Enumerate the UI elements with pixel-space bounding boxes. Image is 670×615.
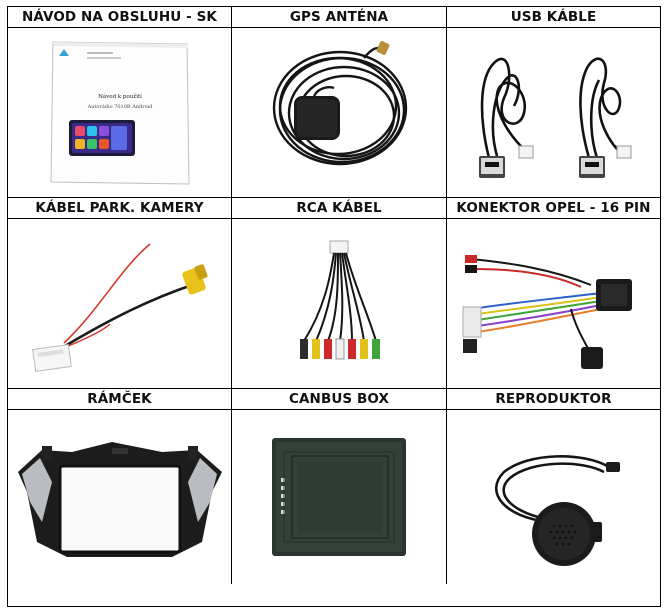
speaker-icon xyxy=(494,455,620,566)
image-camera-cable xyxy=(8,219,232,389)
image-opel-connector xyxy=(447,219,660,389)
header-canbus-box: CANBUS BOX xyxy=(232,389,447,410)
opel-connector-icon xyxy=(462,254,632,369)
accessories-table: NÁVOD NA OBSLUHU - SK GPS ANTÉNA USB KÁB… xyxy=(7,6,661,607)
header-opel-connector: KONEKTOR OPEL - 16 PIN xyxy=(447,198,660,219)
header-gps-antenna: GPS ANTÉNA xyxy=(232,7,447,28)
manual-booklet-icon: Návod k použití Autorádio 7010B Android xyxy=(49,40,190,185)
header-usb-cables: USB KÁBLE xyxy=(447,7,660,28)
image-dash-frame xyxy=(8,410,232,584)
image-manual: Návod k použití Autorádio 7010B Android xyxy=(8,28,232,198)
image-rca-cable xyxy=(232,219,447,389)
usb-cables-icon xyxy=(478,56,631,178)
image-canbus-box xyxy=(232,410,447,584)
header-speaker: REPRODUKTOR xyxy=(447,389,660,410)
dash-frame-icon xyxy=(18,442,222,557)
camera-cable-icon xyxy=(31,242,208,372)
header-camera-cable: KÁBEL PARK. KAMERY xyxy=(8,198,232,219)
canbus-box-icon xyxy=(272,438,406,556)
gps-antenna-icon xyxy=(272,40,408,165)
header-rca-cable: RCA KÁBEL xyxy=(232,198,447,219)
manual-title: Návod k použití xyxy=(98,93,142,100)
header-manual: NÁVOD NA OBSLUHU - SK xyxy=(8,7,232,28)
image-gps-antenna xyxy=(232,28,447,198)
rca-cable-icon xyxy=(300,240,380,359)
header-dash-frame: RÁMČEK xyxy=(8,389,232,410)
image-speaker xyxy=(447,410,660,584)
image-usb-cables xyxy=(447,28,660,198)
manual-subtitle: Autorádio 7010B Android xyxy=(86,103,153,110)
